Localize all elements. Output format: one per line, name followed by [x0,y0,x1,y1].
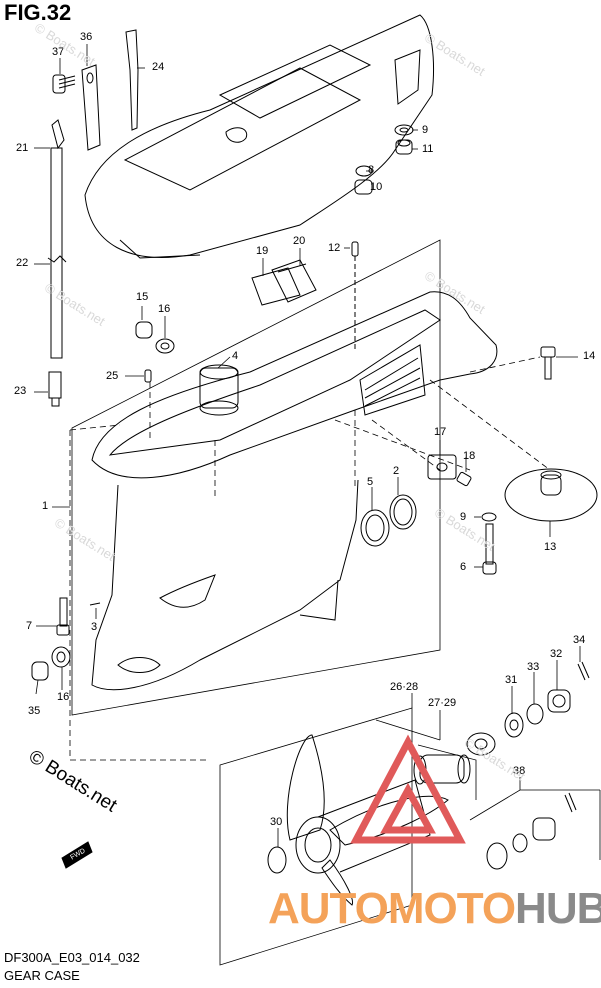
pin-12 [351,241,359,257]
washer-9 [394,124,414,136]
upper-cover-part [84,14,434,259]
ref-38: 38 [513,765,526,777]
ref-31: 31 [505,674,518,686]
ref-7: 7 [26,620,33,632]
ref-16a: 16 [158,303,171,315]
washer-16 [155,338,175,354]
tie-strap-24 [125,29,139,131]
ref-33: 33 [527,661,540,673]
plug-35 [31,661,49,681]
assembly-lines [69,356,551,761]
group-brackets [71,239,601,966]
ref-10: 10 [370,181,383,193]
ref-34: 34 [573,634,586,646]
bolt-7 [56,597,70,636]
bolt-14 [540,346,556,380]
ref-17: 17 [434,426,447,438]
ref-9b: 9 [460,511,467,523]
ref-30: 30 [270,816,283,828]
ref-9a: 9 [422,124,429,136]
logo-text-part2: HUB [515,884,601,933]
screw-18 [456,471,472,487]
ref-13: 13 [544,541,557,553]
pin-25 [144,369,152,383]
leader-lines [34,44,581,847]
ref-35: 35 [28,705,41,717]
washer-16b [51,646,71,668]
spacer-30 [267,846,287,874]
ref-20: 20 [293,235,306,247]
ref-12: 12 [328,242,341,254]
ref-26-28: 26·28 [390,681,419,693]
seal-2 [389,494,417,530]
ref-19: 19 [256,245,269,257]
logo-triangle-icon [350,734,466,844]
ref-8: 8 [368,164,375,176]
fwd-arrow-icon [61,841,93,869]
ref-27-29: 27·29 [428,697,457,709]
ref-24: 24 [152,61,165,73]
logo-text-part1: AUTOMOTO [268,884,516,933]
plate-19 [251,267,301,306]
nut-38 [486,792,577,870]
nut-11 [395,139,413,155]
bracket-36 [81,64,101,151]
ref-14: 14 [583,350,596,362]
ref-32: 32 [550,648,563,660]
ref-6: 6 [460,561,467,573]
ref-25: 25 [106,370,119,382]
footer-code: DF300A_E03_014_032 [4,950,140,965]
ref-21: 21 [16,142,29,154]
gear-case-housing [91,291,498,691]
spacer-33 [526,703,544,725]
pin-3 [89,602,101,606]
ref-5: 5 [367,476,374,488]
ref-16b: 16 [57,691,70,703]
washer-31 [504,712,524,738]
ref-36: 36 [80,31,93,43]
ref-4: 4 [232,350,239,362]
anode-13 [504,468,598,522]
ref-3: 3 [91,621,98,633]
footer-caption: GEAR CASE [4,968,80,983]
bolt-6 [482,523,497,575]
automotohub-logo: AUTOMOTOHUB [268,884,601,934]
ref-1: 1 [42,500,49,512]
shift-rod-22 [47,119,67,407]
washer-9b [481,512,497,522]
seal-5 [360,509,390,547]
nut-32 [547,689,571,713]
ref-2: 2 [393,465,400,477]
ref-37: 37 [52,46,65,58]
figure-title: FIG.32 [4,0,72,25]
nut-10 [354,179,373,195]
bolt-37 [52,74,76,94]
ref-15: 15 [136,291,149,303]
cotter-pin-34 [577,661,590,681]
ref-22: 22 [16,257,29,269]
ref-23: 23 [14,385,27,397]
ref-11: 11 [422,143,434,155]
ref-18: 18 [463,450,476,462]
plug-15 [135,321,153,339]
block-17 [427,454,457,480]
plate-20 [271,259,317,303]
